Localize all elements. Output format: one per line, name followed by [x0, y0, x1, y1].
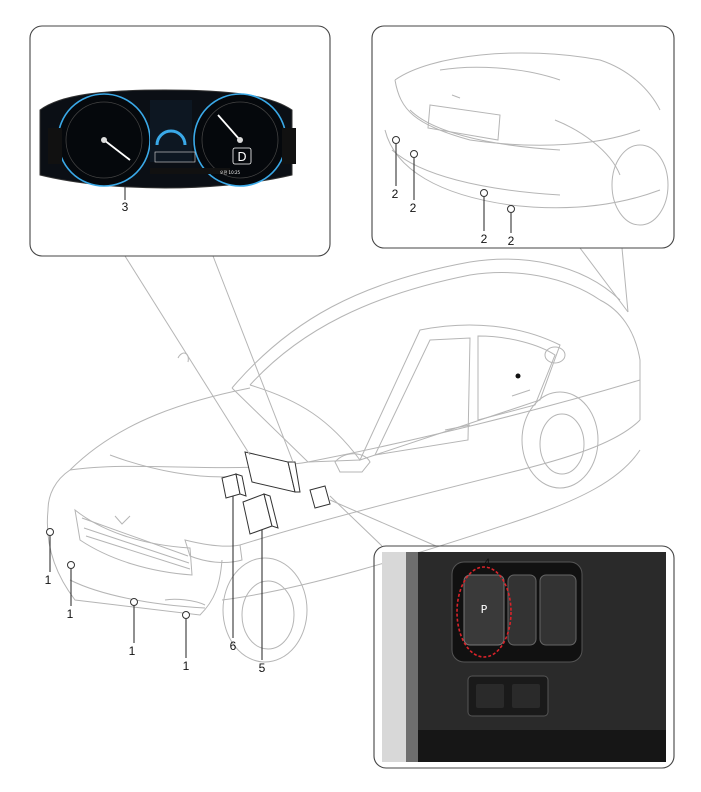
callout-3: 3 [122, 200, 129, 214]
callout-5: 5 [259, 661, 266, 675]
car-illustration [46, 258, 641, 663]
callout-1: 1 [129, 644, 136, 658]
switch-location [309, 485, 331, 509]
rear-detail-box [371, 25, 675, 249]
park-symbol: P [481, 603, 488, 616]
callout-1: 1 [45, 573, 52, 587]
detail-connectors [124, 247, 629, 547]
callout-6: 6 [230, 639, 237, 653]
cluster-module [244, 451, 296, 493]
clock-text: 오전 10:25 [220, 169, 241, 175]
parking-sensor-icon [507, 205, 515, 213]
gear-indicator: D [237, 150, 246, 164]
instrument-cluster-icon: D 오전 10:25 [39, 89, 296, 189]
cluster-detail-box: D 오전 10:25 [29, 25, 331, 257]
parking-sensor-icon [182, 611, 190, 619]
parking-sensor-icon [46, 528, 54, 536]
callout-labels: 1 1 1 1 2 2 2 2 3 4 5 6 [45, 187, 515, 675]
callout-1: 1 [67, 607, 74, 621]
callout-2: 2 [392, 187, 399, 201]
parking-sensor-icon [67, 561, 75, 569]
parking-sensor-icon [410, 150, 418, 158]
switch-detail-box: P [373, 545, 675, 769]
parking-sensor-icon [480, 189, 488, 197]
parking-sensor-icon [130, 598, 138, 606]
callout-1: 1 [183, 659, 190, 673]
parking-sensor-icon [392, 136, 400, 144]
component-modules [221, 451, 331, 535]
callout-4: 4 [484, 556, 491, 570]
callout-2: 2 [481, 232, 488, 246]
callout-2: 2 [508, 234, 515, 248]
parking-switch-icon: P [382, 552, 666, 762]
front-sensors [46, 528, 190, 658]
callout-2: 2 [410, 201, 417, 215]
